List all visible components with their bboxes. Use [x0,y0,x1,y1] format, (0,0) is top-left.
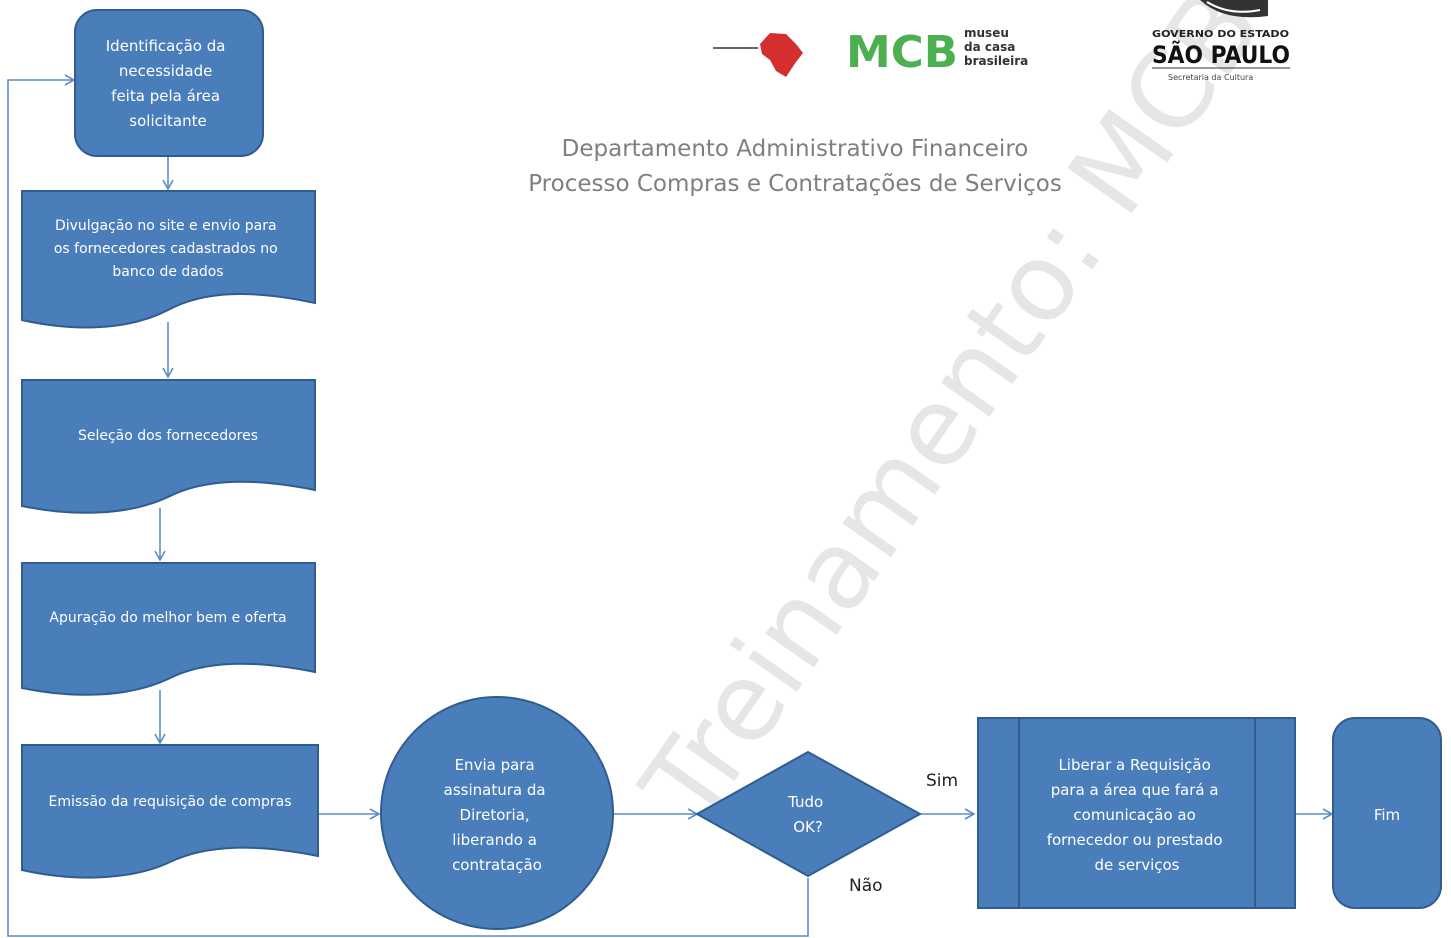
step-emissao-label: Emissão da requisição de compras [48,794,291,810]
step-emissao-box [21,744,319,879]
step-assinatura-circle [380,696,614,930]
sp-logo-line1: GOVERNO DO ESTADO [1152,29,1289,40]
flow-shapes [21,9,1442,930]
step-liberar-label: Liberar a Requisição para a área que far… [1047,756,1228,874]
step-identificacao-box [74,9,264,157]
connectors [7,74,1334,937]
department-title: Departamento Administrativo Financeiro [561,136,1029,162]
step-liberar-box [977,717,1296,909]
sp-logo-line3: Secretaria da Cultura [1168,73,1253,82]
decision-label: Tudo OK? [787,793,828,836]
step-assinatura-label: Envia para assinatura da Diretoria, libe… [444,756,551,874]
decision-no-label: Não [849,876,883,896]
loop-back-connector [7,74,809,937]
step-selecao-label: Seleção dos fornecedores [78,428,258,444]
end-terminator [1332,717,1442,909]
mcb-logo-letters: MCB [846,27,958,78]
mcb-logo-line2: da casa [964,40,1015,54]
step-apuracao-box [21,562,316,696]
mcb-logo-line3: brasileira [964,54,1028,68]
process-title: Processo Compras e Contratações de Servi… [528,171,1062,197]
end-label: Fim [1374,806,1400,824]
mcb-logo-line1: museu [964,26,1009,40]
sao-paulo-government-logo: GOVERNO DO ESTADO SÃO PAULO Secretaria d… [1152,0,1290,82]
step-divulgacao-label: Divulgação no site e envio para os forne… [54,218,282,280]
step-divulgacao-box [21,190,316,329]
decision-yes-label: Sim [926,771,958,791]
step-identificacao-label: Identificação da necessidade feita pela … [106,37,231,130]
decision-diamond [694,750,923,878]
step-apuracao-label: Apuração do melhor bem e oferta [49,610,286,626]
sp-logo-line2: SÃO PAULO [1152,40,1290,69]
step-selecao-box [21,379,316,514]
ministry-logo [713,33,803,77]
mcb-logo: MCB museu da casa brasileira [846,26,1028,78]
